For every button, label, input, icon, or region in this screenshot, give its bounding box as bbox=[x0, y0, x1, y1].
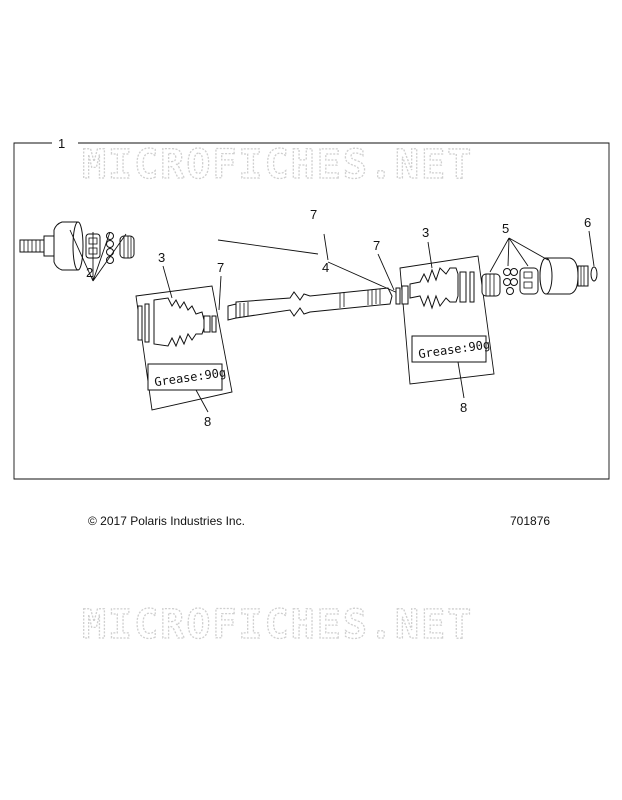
callout-5-inner-bearing: 5 bbox=[502, 221, 509, 236]
inner-bearing-balls bbox=[503, 268, 518, 295]
leader-7-left bbox=[218, 275, 222, 311]
callout-6-snap-ring: 6 bbox=[584, 215, 591, 230]
copyright-text: © 2017 Polaris Industries Inc. bbox=[88, 514, 245, 528]
drawing-number: 701876 bbox=[510, 514, 551, 528]
callout-3-boot-right: 3 bbox=[422, 225, 429, 240]
leader-7-right bbox=[377, 253, 395, 291]
watermark-top: MICROFICHES.NET bbox=[82, 142, 473, 188]
inner-bearing-cage bbox=[519, 267, 539, 295]
axle-shaft bbox=[227, 287, 393, 321]
outer-inner-race bbox=[119, 235, 135, 259]
leader-2 bbox=[69, 229, 127, 282]
leader-4 bbox=[323, 233, 401, 295]
inner-bearing-race bbox=[481, 273, 501, 297]
snap-ring bbox=[590, 266, 598, 282]
assembly-frame bbox=[13, 142, 610, 480]
callout-7-clamp-left: 7 bbox=[217, 260, 224, 275]
outer-cv-joint bbox=[19, 221, 84, 271]
leader-3-right bbox=[427, 241, 433, 269]
grease-packet-right: Grease:90g bbox=[411, 335, 491, 363]
boot-left bbox=[137, 297, 217, 348]
leader-8-right bbox=[457, 361, 465, 399]
outer-bearing-balls bbox=[106, 232, 114, 264]
boot-kit-left-outline bbox=[135, 285, 233, 411]
callout-3-boot-left: 3 bbox=[158, 250, 165, 265]
leader-4-left-arm bbox=[217, 239, 319, 255]
inner-cv-housing bbox=[539, 257, 589, 295]
callout-8-grease-right: 8 bbox=[460, 400, 467, 415]
callout-7-clamp-right: 7 bbox=[373, 238, 380, 253]
leader-8-left bbox=[195, 389, 209, 413]
grease-packet-left: Grease:90g bbox=[147, 363, 227, 391]
callout-7-clamp-top: 7 bbox=[310, 207, 317, 222]
leader-3-left bbox=[162, 265, 173, 299]
boot-right bbox=[395, 267, 475, 310]
callout-8-grease-left: 8 bbox=[204, 414, 211, 429]
callout-4-shaft: 4 bbox=[322, 260, 329, 275]
watermark-bottom: MICROFICHES.NET bbox=[82, 602, 473, 648]
leader-5 bbox=[489, 237, 549, 273]
boot-kit-right-outline bbox=[399, 255, 495, 385]
callout-1-assembly: 1 bbox=[58, 136, 65, 151]
leader-6 bbox=[588, 230, 595, 267]
